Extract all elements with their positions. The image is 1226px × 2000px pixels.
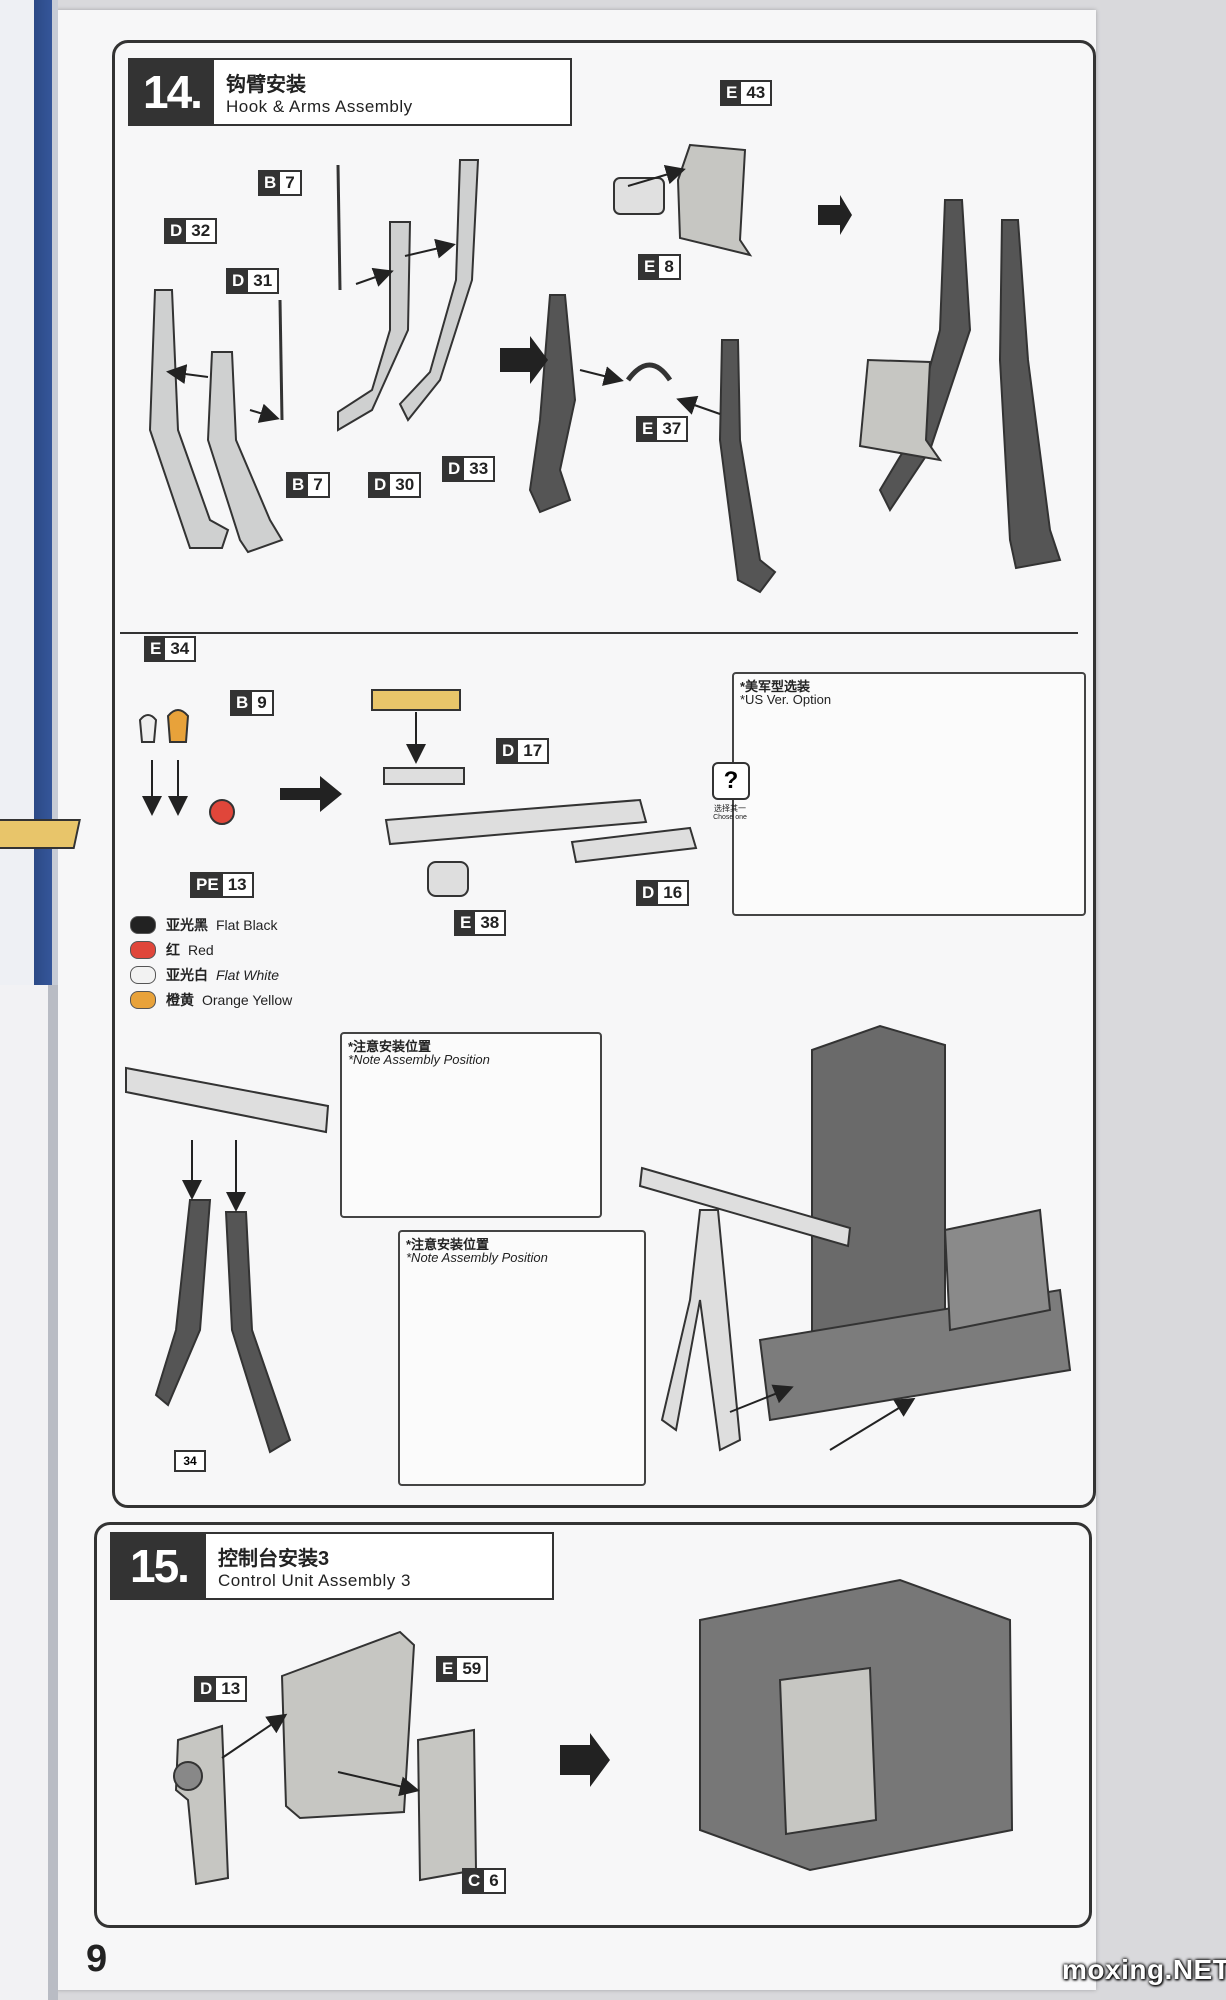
- assembled-hook-arm-left: [878, 199, 972, 512]
- assembled-plate: [858, 358, 943, 462]
- part-d13-gauge: [174, 1724, 230, 1886]
- part-e34-light: [138, 714, 158, 743]
- part-d17-beam: [384, 798, 648, 846]
- part-b9-red-lamp: [209, 799, 235, 825]
- assembled-hook-arm-right: [998, 219, 1062, 570]
- choose-one-en: Chose one: [713, 814, 747, 821]
- control-panel-front: [778, 1666, 878, 1836]
- step-14-panel: [112, 40, 1096, 1508]
- part-c6-bracket: [416, 1728, 478, 1882]
- part-e37-hook: [625, 362, 673, 382]
- part-e59-panel: [280, 1630, 416, 1820]
- part-d16-rail: [570, 826, 698, 864]
- part-lamp-plate-top: [371, 689, 461, 711]
- note-assembly-position-box-2: *注意安装位置 *Note Assembly Position: [398, 1230, 646, 1486]
- part-beam-top: [383, 767, 465, 785]
- step-15-number: 15.: [112, 1534, 206, 1598]
- part-e8-bracket: [613, 177, 665, 215]
- question-mark-icon: ?: [712, 762, 750, 800]
- watermark: moxing.NET: [1062, 1954, 1226, 1985]
- note2-label-en: *Note Assembly Position: [406, 1250, 548, 1265]
- part-hook-arm-right: [718, 339, 777, 594]
- part-number-label: 34: [174, 1450, 206, 1472]
- step-15-title-en: Control Unit Assembly 3: [218, 1570, 411, 1590]
- part-orange-lamp: [166, 709, 190, 743]
- color-swatch-icon: [130, 940, 156, 959]
- part-e38-cylinder: [427, 861, 469, 897]
- part-d31-leg: [206, 351, 284, 554]
- note1-label-en: *Note Assembly Position: [348, 1052, 490, 1067]
- color-swatch-icon: [130, 915, 156, 934]
- part-hook-arm-left: [528, 294, 577, 514]
- color-swatch-icon: [130, 990, 156, 1009]
- note-assembly-position-box-1: *注意安装位置 *Note Assembly Position: [340, 1032, 602, 1218]
- assembled-beam-lower: [125, 1066, 330, 1134]
- assembled-beam-right: [638, 1166, 852, 1248]
- step-15-header: 15. 控制台安装3 Control Unit Assembly 3: [110, 1532, 554, 1600]
- step-14-header: 14. 钩臂安装 Hook & Arms Assembly: [128, 58, 572, 126]
- section-divider: [120, 632, 1078, 634]
- color-swatch-icon: [130, 965, 156, 984]
- assembled-frame-right: [660, 1209, 742, 1452]
- part-d30-arm: [337, 221, 412, 432]
- us-version-option-box: *美军型选装 *US Ver. Option: [732, 672, 1086, 916]
- step-14-title-cn: 钩臂安装: [226, 73, 306, 96]
- step-15-title-cn: 控制台安装3: [218, 1547, 330, 1570]
- assembled-a-frame-left: [154, 1199, 212, 1407]
- note1-label-cn: *注意安装位置: [348, 1039, 432, 1054]
- us-option-label-en: *US Ver. Option: [740, 692, 832, 707]
- choose-one-indicator: ? 选择其一 Chose one: [712, 762, 750, 821]
- generator-unit: [943, 1208, 1052, 1332]
- step-14-title-en: Hook & Arms Assembly: [226, 96, 413, 116]
- part-e43-plate: [676, 143, 753, 257]
- note2-label-cn: *注意安装位置: [406, 1237, 490, 1252]
- step-15-panel: [94, 1522, 1092, 1928]
- step-14-number: 14.: [130, 60, 214, 124]
- assembled-a-frame-right: [224, 1211, 292, 1454]
- choose-one-cn: 选择其一: [714, 804, 746, 813]
- binding-spine-lower: [0, 985, 58, 2000]
- part-pe13-plate: [0, 819, 81, 849]
- page-number: 9: [86, 1938, 108, 1980]
- us-option-label-cn: *美军型选装: [740, 679, 811, 694]
- part-d32-leg: [148, 289, 230, 549]
- part-d33-arm: [398, 159, 480, 422]
